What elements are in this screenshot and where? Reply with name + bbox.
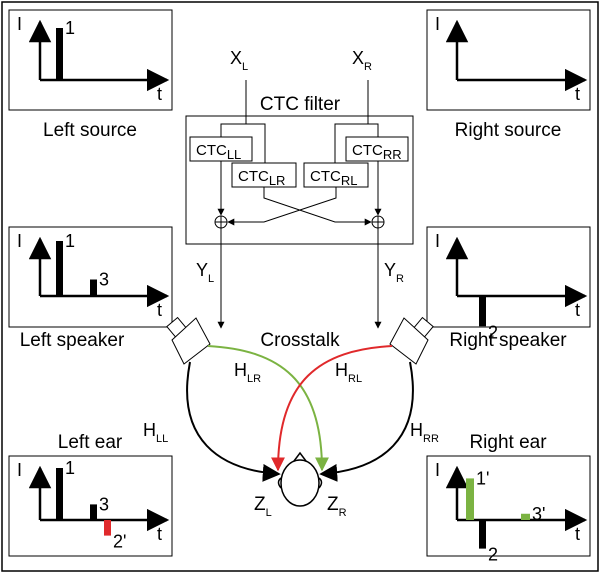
right-summer xyxy=(371,215,385,229)
label-zr: ZR xyxy=(327,494,347,519)
left-summer xyxy=(214,215,228,229)
ctc-block-rr: CTCRR xyxy=(345,136,409,162)
pulse-label: 3' xyxy=(532,504,545,524)
right-speaker-icon xyxy=(389,316,434,365)
label-hlr: HLR xyxy=(234,360,261,385)
x-axis-label: t xyxy=(575,524,580,544)
pulse-label: 1 xyxy=(65,18,75,38)
pulse-3 xyxy=(90,279,97,296)
path-hll xyxy=(186,361,281,482)
svg-text:CTCRL: CTCRL xyxy=(310,168,357,188)
y-axis-label: I xyxy=(435,460,440,480)
pulse-2prime xyxy=(104,520,111,536)
pulse-2 xyxy=(479,296,486,327)
pulse-label: 2 xyxy=(488,322,498,342)
x-axis-label: t xyxy=(157,84,162,104)
pulse-label: 2' xyxy=(113,532,126,552)
ctc-filter-title: CTC filter xyxy=(260,94,341,115)
ctc-block-ll: CTCLL xyxy=(189,136,253,162)
input-xr: XR xyxy=(352,48,372,73)
left-source-label: Left source xyxy=(43,120,137,141)
pulse-1 xyxy=(56,28,63,80)
x-axis-label: t xyxy=(575,84,580,104)
svg-text:CTCLL: CTCLL xyxy=(196,142,241,162)
label-hrl: HRL xyxy=(335,360,362,385)
right-source-panel: It xyxy=(426,9,591,111)
label-zl: ZL xyxy=(254,494,272,519)
left-ear-label: Left ear xyxy=(58,432,123,453)
left-speaker-label: Left speaker xyxy=(20,330,125,351)
left-ear-panel: It 1 32' xyxy=(8,455,173,557)
path-hlr-crosstalk xyxy=(207,345,329,472)
x-axis-label: t xyxy=(157,300,162,320)
label-hll: HLL xyxy=(143,420,168,445)
pulse-label: 1 xyxy=(65,458,75,478)
y-axis-label: I xyxy=(435,14,440,34)
crosstalk-label: Crosstalk xyxy=(260,330,340,351)
y-axis-label: I xyxy=(17,460,22,480)
pulse-3 xyxy=(90,504,97,520)
path-hrl-crosstalk xyxy=(271,345,393,472)
right-ear-label: Right ear xyxy=(469,432,547,453)
pulse-1 xyxy=(56,241,63,296)
left-speaker-icon xyxy=(166,316,211,365)
xr-split xyxy=(334,123,379,170)
svg-text:CTCRR: CTCRR xyxy=(352,142,402,162)
head-icon xyxy=(277,451,323,507)
output-yl: YL xyxy=(196,260,214,285)
ctc-filter-box xyxy=(185,115,414,245)
right-speaker-panel: It 2 xyxy=(426,226,591,342)
ctc-block-rl: CTCRL xyxy=(303,162,369,188)
left-source-panel: It 1 xyxy=(8,9,173,111)
pulse-label: 3 xyxy=(99,494,109,514)
pulse-1 xyxy=(56,468,63,520)
path-hrr xyxy=(319,361,414,482)
pulse-label: 1' xyxy=(476,468,489,488)
y-axis-label: I xyxy=(17,231,22,251)
rl-to-left-sum xyxy=(227,187,337,226)
right-speaker-label: Right speaker xyxy=(449,330,567,351)
pulse-label: 2 xyxy=(488,545,498,565)
label-hrr: HRR xyxy=(410,420,439,445)
ctc-block-lr: CTCLR xyxy=(231,162,297,188)
left-speaker-panel: It 1 3 xyxy=(8,226,173,328)
xl-split xyxy=(220,123,266,170)
x-axis-label: t xyxy=(157,524,162,544)
y-axis-label: I xyxy=(435,231,440,251)
right-source-label: Right source xyxy=(455,120,562,141)
output-yr: YR xyxy=(384,260,404,285)
pulse-3prime xyxy=(521,513,530,520)
pulse-2 xyxy=(479,520,486,549)
x-axis-label: t xyxy=(575,300,580,320)
pulse-label: 3 xyxy=(99,270,109,290)
pulse-1prime xyxy=(466,478,474,520)
right-ear-panel: It 1' 2 3' xyxy=(426,455,591,565)
input-xl: XL xyxy=(230,48,248,73)
pulse-label: 1 xyxy=(65,231,75,251)
y-axis-label: I xyxy=(17,14,22,34)
svg-text:CTCLR: CTCLR xyxy=(238,168,285,188)
